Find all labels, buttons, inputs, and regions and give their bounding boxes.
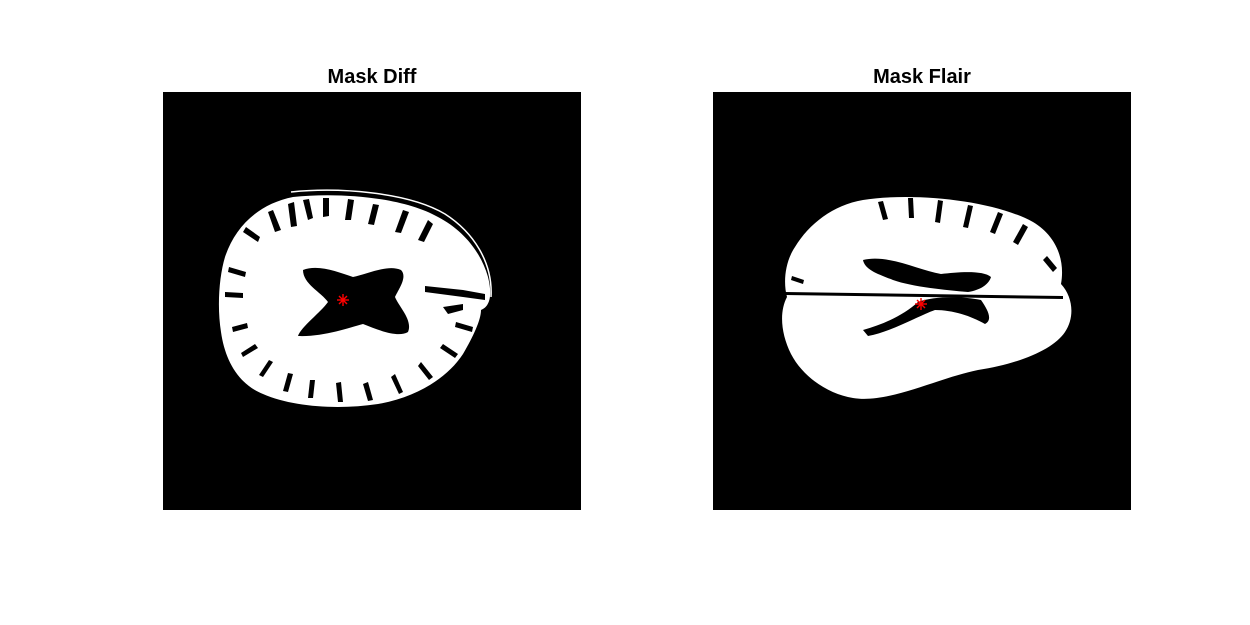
mask-diff-svg	[163, 92, 581, 510]
mask-diff-ventricle	[298, 267, 410, 337]
mask-flair-sulci	[791, 198, 1057, 284]
mask-flair-centroid-marker	[915, 298, 927, 310]
mask-flair-brain-region	[782, 196, 1072, 399]
mask-diff-contour	[290, 189, 492, 298]
mask-diff-sulci	[225, 198, 485, 402]
mask-flair-image	[713, 92, 1131, 510]
mask-flair-midline	[785, 292, 1063, 299]
mask-flair-svg	[713, 92, 1131, 510]
mask-flair-ventricle-upper	[863, 258, 991, 292]
panel-title-mask-diff: Mask Diff	[327, 66, 417, 88]
panel-title-mask-flair: Mask Flair	[873, 66, 971, 88]
mask-flair-ventricle-lower	[863, 297, 990, 336]
mask-diff-centroid-marker	[337, 294, 349, 306]
mask-diff-image	[163, 92, 581, 510]
